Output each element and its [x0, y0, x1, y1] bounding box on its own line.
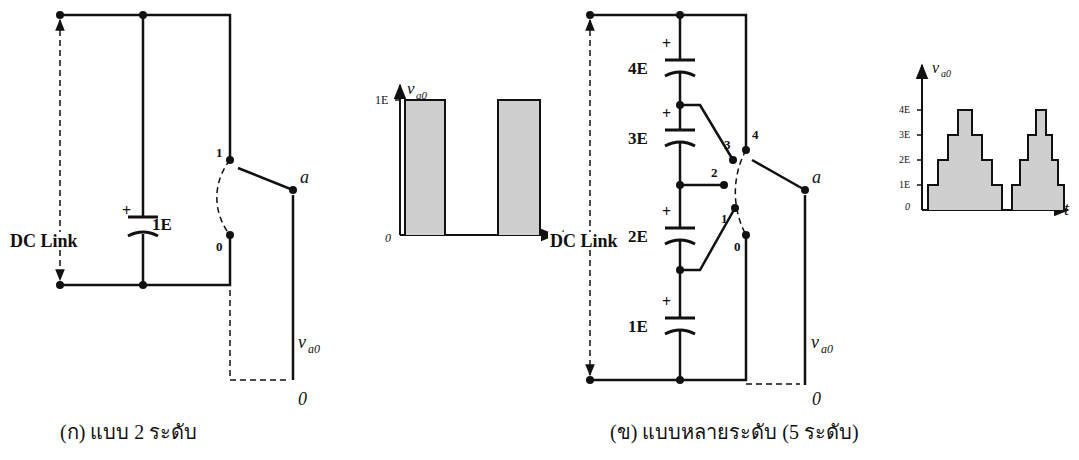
switch-position: 4 — [752, 128, 759, 141]
axis-symbol: v — [407, 80, 415, 97]
bus-label: DC Link — [8, 232, 80, 250]
sub-caption: (ก) แบบ 2 ระดับ — [60, 422, 197, 442]
switch-position: 3 — [724, 138, 731, 151]
polarity-mark: + — [662, 294, 671, 310]
axis-symbol: v — [932, 60, 939, 76]
capacitor-value: 3E — [628, 130, 648, 147]
bus-label: DC Link — [548, 232, 620, 250]
level-value: 4E — [899, 105, 910, 115]
polarity-mark: + — [662, 106, 671, 122]
terminal-name: a — [300, 168, 309, 186]
switch-position: 1 — [216, 146, 223, 159]
axis-subscript: a0 — [941, 69, 951, 79]
level-value: 1E — [375, 94, 388, 106]
axis-symbol: t — [1064, 200, 1069, 218]
switch-position: 2 — [711, 166, 718, 179]
capacitor-value: 2E — [628, 228, 648, 245]
level-value: 3E — [899, 130, 910, 140]
axis-origin: 0 — [385, 232, 391, 244]
level-value: 2E — [899, 155, 910, 165]
capacitor-value: 1E — [152, 216, 172, 233]
voltage-subscript: a0 — [821, 343, 833, 355]
axis-subscript: a0 — [416, 90, 427, 101]
reference-node: 0 — [298, 390, 307, 408]
axis-origin: 0 — [905, 202, 910, 212]
level-value: 1E — [899, 180, 910, 190]
sub-caption: (ข) แบบหลายระดับ (5 ระดับ) — [610, 422, 859, 442]
polarity-mark: + — [662, 204, 671, 220]
capacitor-value: 4E — [628, 60, 648, 77]
voltage-subscript: a0 — [308, 343, 320, 355]
reference-node: 0 — [812, 390, 821, 408]
capacitor-value: 1E — [628, 318, 648, 335]
voltage-symbol: v — [811, 333, 819, 351]
polarity-mark: + — [122, 203, 131, 219]
voltage-symbol: v — [298, 333, 306, 351]
switch-position: 0 — [734, 240, 741, 253]
polarity-mark: + — [662, 36, 671, 52]
switch-position: 1 — [721, 212, 728, 225]
switch-position: 0 — [216, 240, 223, 253]
terminal-name: a — [812, 168, 821, 186]
